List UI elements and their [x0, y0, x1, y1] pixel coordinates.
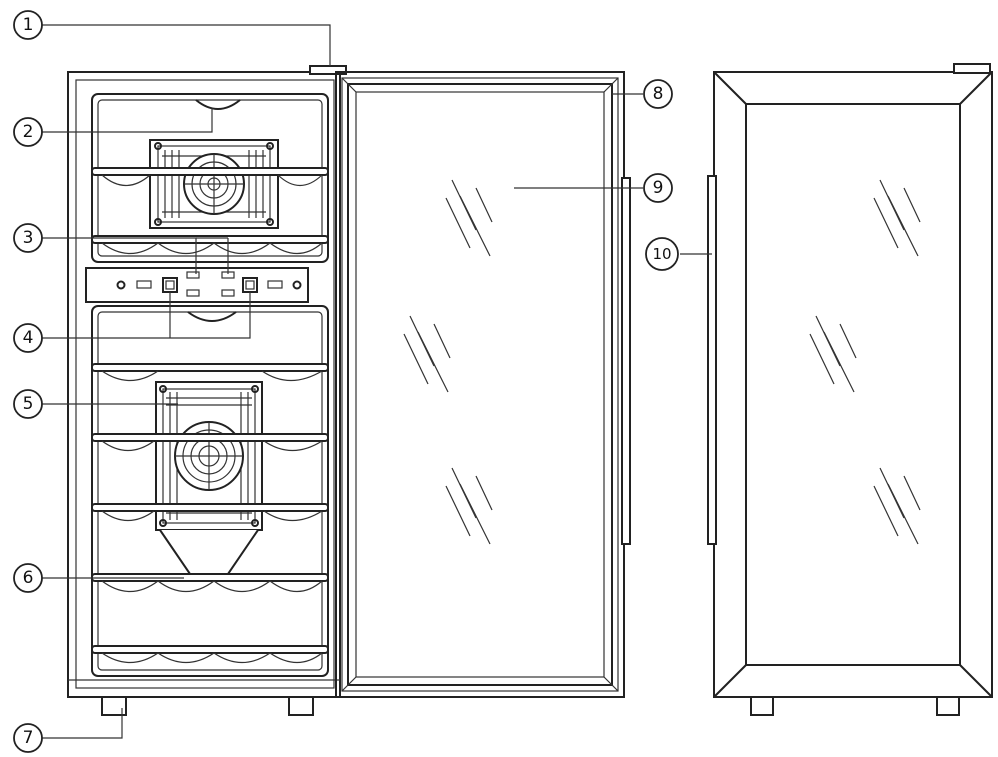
callout-7: 7	[13, 723, 43, 753]
lower-shelves	[91, 363, 329, 664]
callout-8: 8	[643, 79, 673, 109]
callout-4-label: 4	[23, 328, 34, 348]
callout-1: 1	[13, 10, 43, 40]
callout-2: 2	[13, 117, 43, 147]
callout-10: 10	[645, 237, 679, 271]
callout-2-label: 2	[23, 122, 34, 142]
door-front-view	[707, 63, 993, 716]
callout-4: 4	[13, 323, 43, 353]
callout-9-label: 9	[653, 178, 664, 198]
callout-5-label: 5	[23, 394, 34, 414]
callout-7-label: 7	[23, 728, 34, 748]
callout-6: 6	[13, 563, 43, 593]
callout-10-label: 10	[652, 245, 671, 263]
upper-shelves	[91, 167, 329, 255]
upper-compartment	[91, 93, 329, 263]
callout-8-label: 8	[653, 84, 664, 104]
cabinet-body	[67, 65, 347, 698]
callout-3: 3	[13, 223, 43, 253]
glass-door	[335, 71, 631, 698]
callout-6-label: 6	[23, 568, 34, 588]
control-panel	[85, 267, 309, 303]
callout-5: 5	[13, 389, 43, 419]
upper-fan	[149, 139, 279, 229]
leveling-feet	[101, 696, 314, 716]
glass-reflection-marks	[403, 179, 493, 545]
callout-9: 9	[643, 173, 673, 203]
leader-lines	[42, 24, 712, 739]
lower-compartment	[91, 305, 329, 677]
glass-reflection-marks-right	[809, 179, 921, 545]
lower-fan	[155, 381, 263, 575]
callout-1-label: 1	[23, 15, 34, 35]
callout-3-label: 3	[23, 228, 34, 248]
